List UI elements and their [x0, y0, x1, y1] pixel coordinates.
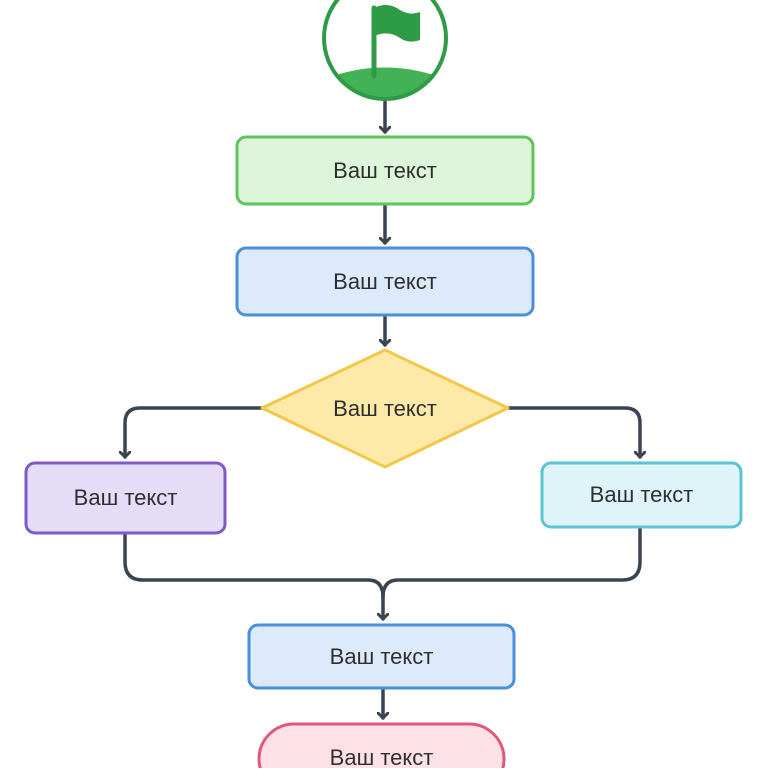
connector-decision-to-right — [506, 406, 640, 459]
connector-decision-to-left — [125, 406, 264, 459]
decision-diamond — [260, 348, 510, 469]
step3-box — [247, 623, 516, 690]
step1-box — [235, 135, 535, 206]
flag-icon — [371, 4, 420, 79]
left-branch-box — [24, 461, 227, 535]
step2-box — [235, 246, 535, 317]
connectors — [123, 100, 642, 720]
start-node — [322, 0, 448, 101]
end-box — [257, 722, 506, 768]
hill-shape — [324, 67, 446, 99]
connector-left-to-merge — [123, 532, 385, 599]
right-branch-box — [540, 461, 743, 529]
connector-right-to-merge — [381, 526, 642, 599]
